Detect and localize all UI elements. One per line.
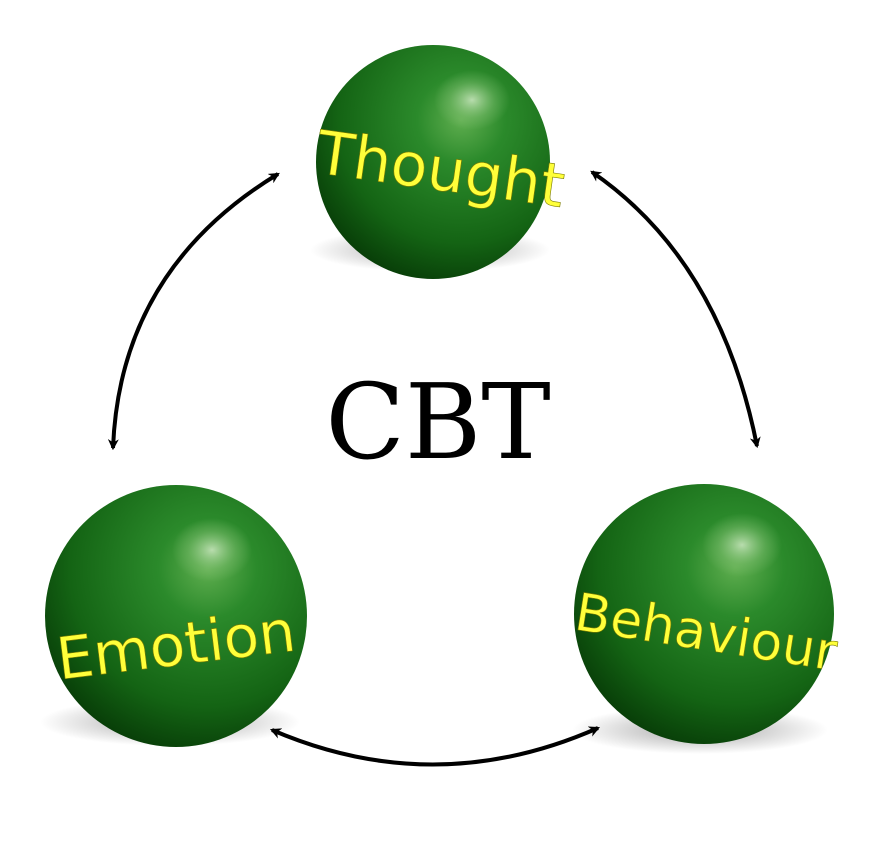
- arrow-thought-emotion: [107, 172, 280, 451]
- node-thought: Thought: [310, 45, 569, 279]
- center-title: CBT: [325, 361, 550, 483]
- ball-highlight: [702, 513, 782, 577]
- node-behaviour: Behaviour: [571, 484, 842, 754]
- connector-arrows: [107, 170, 761, 767]
- ball-highlight: [172, 518, 252, 582]
- arrow-emotion-behaviour: [269, 726, 601, 767]
- ball-highlight: [434, 70, 510, 130]
- node-emotion: Emotion: [40, 485, 307, 747]
- arrow-thought-behaviour: [590, 170, 761, 449]
